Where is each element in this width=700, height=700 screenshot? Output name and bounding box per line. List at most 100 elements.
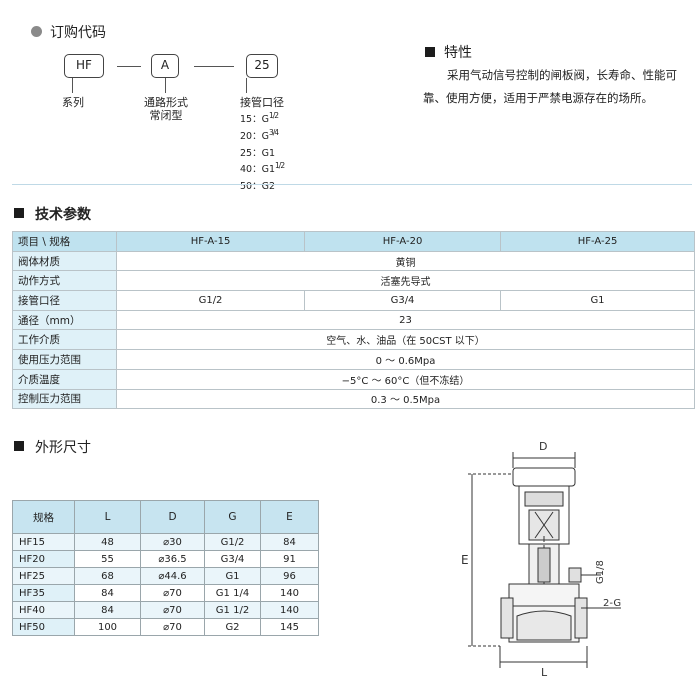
- caption-form-line1: 通路形式: [144, 96, 188, 109]
- connector-line: [117, 66, 141, 67]
- divider: [12, 184, 692, 185]
- row-label: 通径（mm）: [12, 309, 117, 331]
- cell: ⌀36.5: [140, 550, 205, 568]
- cell: G1 1/2: [204, 601, 261, 619]
- header-cell: 规格: [12, 500, 75, 534]
- table-row: HF15 48 ⌀30 G1/2 84: [12, 533, 319, 551]
- cell: HF35: [12, 584, 75, 602]
- cell: 145: [260, 618, 319, 636]
- table-header-row: 项目 \ 规格 HF-A-15 HF-A-20 HF-A-25: [12, 231, 695, 252]
- row-label: 介质温度: [12, 368, 117, 390]
- header-cell: HF-A-20: [304, 231, 501, 252]
- row-value: 活塞先导式: [116, 270, 695, 292]
- port-size-item: 25：G1: [240, 147, 276, 159]
- section-square: [14, 208, 24, 218]
- row-value: G1/2: [116, 290, 305, 311]
- table-row: HF35 84 ⌀70 G1 1/4 140: [12, 584, 319, 602]
- cell: 48: [74, 533, 141, 551]
- label-g18: G1/8: [595, 560, 606, 584]
- code-box-series: HF: [64, 54, 104, 78]
- row-label: 阀体材质: [12, 250, 117, 272]
- header-cell: D: [140, 500, 205, 534]
- dimensions-table: 规格 L D G E HF15 48 ⌀30 G1/2 84 HF20 55 ⌀…: [12, 500, 319, 636]
- cell: ⌀30: [140, 533, 205, 551]
- cell: 84: [260, 533, 319, 551]
- tech-params-title: 技术参数: [35, 207, 91, 223]
- row-label: 接管口径: [12, 290, 117, 311]
- cell: G1 1/4: [204, 584, 261, 602]
- bullet-dot: [31, 26, 42, 37]
- table-row: 阀体材质 黄铜: [12, 250, 695, 272]
- row-value: G3/4: [304, 290, 501, 311]
- header-cell: HF-A-15: [116, 231, 305, 252]
- row-value: 空气、水、油品（在 50CST 以下）: [116, 329, 695, 351]
- cell: ⌀70: [140, 584, 205, 602]
- cell: HF50: [12, 618, 75, 636]
- cell: G3/4: [204, 550, 261, 568]
- row-value: 23: [116, 309, 695, 331]
- label-e: E: [461, 553, 469, 567]
- label-l: L: [541, 666, 548, 679]
- cell: G1/2: [204, 533, 261, 551]
- header-cell: G: [204, 500, 261, 534]
- table-row: 通径（mm） 23: [12, 309, 695, 331]
- header-cell: E: [260, 500, 319, 534]
- valve-drawing: D E G1/8 2-G L: [461, 440, 621, 679]
- section-square: [425, 47, 435, 57]
- caption-form-line2: 常闭型: [149, 109, 183, 122]
- port-size-item: 50：G2: [240, 181, 276, 193]
- order-code-title: 订购代码: [50, 25, 106, 41]
- table-row: HF25 68 ⌀44.6 G1 96: [12, 567, 319, 585]
- leader-line: [246, 78, 247, 93]
- port-size-list: 15：G1/2 20：G3/4 25：G1 40：G11/2 50：G2: [240, 110, 320, 194]
- table-row: HF50 100 ⌀70 G2 145: [12, 618, 319, 636]
- code-box-form: A: [151, 54, 179, 78]
- table-row: 工作介质 空气、水、油品（在 50CST 以下）: [12, 329, 695, 351]
- port-size-item: 15：G1/2: [240, 111, 279, 126]
- cell: ⌀70: [140, 601, 205, 619]
- port-size-item: 20：G3/4: [240, 127, 279, 142]
- cell: 100: [74, 618, 141, 636]
- header-cell: HF-A-25: [500, 231, 695, 252]
- header-cell: 项目 \ 规格: [12, 231, 117, 252]
- row-value: G1: [500, 290, 695, 311]
- cell: HF20: [12, 550, 75, 568]
- table-row: 使用压力范围 0 ～ 0.6Mpa: [12, 349, 695, 370]
- cell: 68: [74, 567, 141, 585]
- cell: 84: [74, 601, 141, 619]
- cell: G2: [204, 618, 261, 636]
- caption-series: 系列: [62, 96, 84, 109]
- label-d: D: [539, 440, 547, 453]
- row-label: 使用压力范围: [12, 349, 117, 370]
- table-row: HF40 84 ⌀70 G1 1/2 140: [12, 601, 319, 619]
- code-box-port: 25: [246, 54, 278, 78]
- cell: G1: [204, 567, 261, 585]
- cell: ⌀70: [140, 618, 205, 636]
- table-row: 接管口径 G1/2 G3/4 G1: [12, 290, 695, 311]
- table-header-row: 规格 L D G E: [12, 500, 319, 534]
- caption-port: 接管口径: [240, 96, 284, 109]
- row-value: −5°C ～ 60°C（但不冻结）: [116, 368, 695, 390]
- connector-line: [194, 66, 234, 67]
- row-value: 0 ～ 0.6Mpa: [116, 349, 695, 370]
- leader-line: [72, 78, 73, 93]
- cell: 140: [260, 601, 319, 619]
- section-square: [14, 441, 24, 451]
- cell: 96: [260, 567, 319, 585]
- cell: 55: [74, 550, 141, 568]
- cell: 84: [74, 584, 141, 602]
- header-cell: L: [74, 500, 141, 534]
- label-2g: 2-G: [603, 598, 621, 609]
- dimensions-title: 外形尺寸: [35, 440, 91, 456]
- cell: 91: [260, 550, 319, 568]
- row-label: 工作介质: [12, 329, 117, 351]
- features-title: 特性: [444, 45, 472, 61]
- table-row: 介质温度 −5°C ～ 60°C（但不冻结）: [12, 368, 695, 390]
- row-value: 黄铜: [116, 250, 695, 272]
- cell: ⌀44.6: [140, 567, 205, 585]
- table-row: HF20 55 ⌀36.5 G3/4 91: [12, 550, 319, 568]
- features-text: 采用气动信号控制的闸板阀，长寿命、性能可靠、使用方便，适用于严禁电源存在的场所。: [423, 68, 677, 105]
- cell: HF25: [12, 567, 75, 585]
- port-size-item: 40：G11/2: [240, 161, 285, 176]
- row-label: 控制压力范围: [12, 388, 117, 410]
